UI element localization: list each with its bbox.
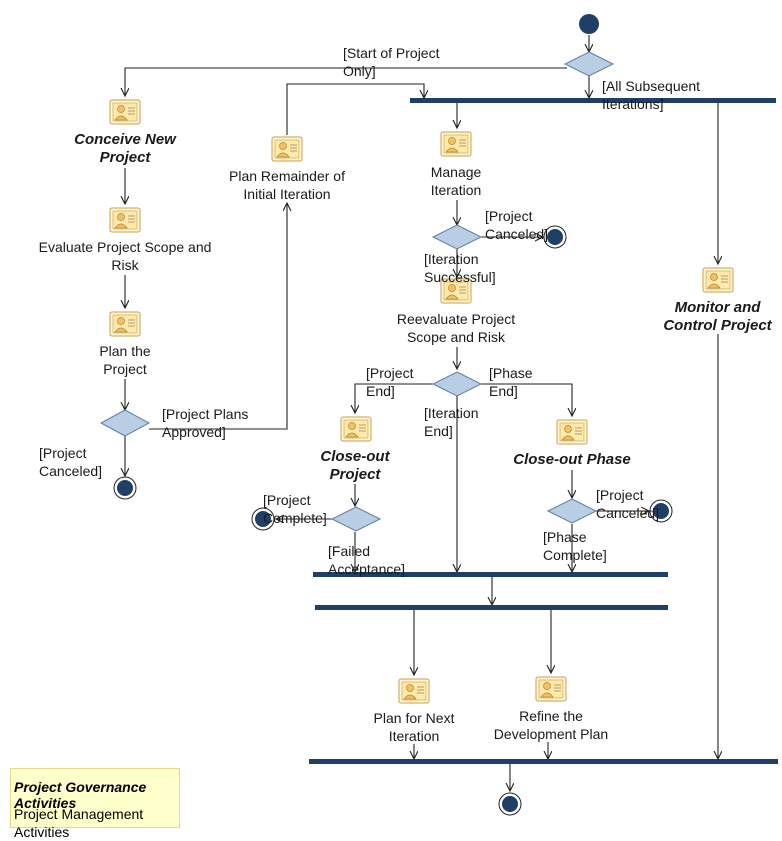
activity-plan-the-project: Plan the Project: [99, 343, 151, 377]
activity-evaluate-scope-risk: Evaluate Project Scope and Risk: [38, 239, 212, 273]
final-node-iteration-core: [547, 229, 563, 245]
decision-plans: [99, 409, 151, 437]
activity-icon: [109, 207, 141, 233]
initial-node: [579, 14, 599, 34]
activity-refine-dev-plan: Refine the Development Plan: [493, 708, 609, 742]
fork-bar-top: [410, 98, 776, 103]
edge-plans-approved: [149, 203, 287, 430]
guard-phase-complete: [Phase Complete]: [543, 529, 607, 563]
activity-plan-next-iteration: Plan for Next Iteration: [373, 710, 455, 744]
legend-management: Project Management Activities: [14, 806, 144, 840]
sync-bars: [309, 98, 778, 764]
guard-iter-successful: [Iteration Successful]: [424, 251, 496, 285]
guard-project-complete: [Project Complete]: [263, 492, 327, 526]
fork-bar-lower: [315, 605, 668, 610]
final-node-end-core: [502, 796, 518, 812]
final-node-phase-core: [653, 503, 669, 519]
join-bar-middle: [313, 572, 668, 577]
activity-icon: [440, 131, 472, 157]
join-bar-final: [309, 759, 778, 764]
decision-start: [563, 51, 615, 77]
legend-governance: Project Governance Activities: [14, 779, 147, 811]
activity-close-out-phase: Close-out Phase: [513, 451, 631, 468]
decision-closeout-project: [330, 506, 382, 532]
activity-icon: [340, 416, 372, 442]
guard-project-end: [Project End]: [366, 365, 414, 399]
activity-plan-remainder: Plan Remainder of Initial Iteration: [229, 168, 345, 202]
guard-start-only: [Start of Project Only]: [343, 45, 440, 79]
activity-icon: [109, 99, 141, 125]
decision-closeout-phase: [546, 498, 598, 524]
activity-reevaluate-scope: Reevaluate Project Scope and Risk: [396, 311, 516, 345]
edge-project-end: [355, 383, 433, 413]
final-node-left-core: [117, 480, 133, 496]
guard-phase-end: [Phase End]: [489, 365, 533, 399]
activity-manage-iteration: Manage Iteration: [430, 164, 482, 198]
activity-icon: [109, 311, 141, 337]
edge-phase-end: [481, 383, 572, 416]
decision-iteration: [431, 224, 483, 250]
activity-icon: [702, 267, 734, 293]
edge-remainder-fork: [286, 83, 424, 135]
edge-start-only: [125, 67, 567, 96]
final-node-project-complete-core: [255, 511, 271, 527]
guard-iter-canceled: [Project Canceled]: [485, 208, 549, 242]
guard-phase-canceled: [Project Canceled]: [596, 487, 660, 521]
activity-monitor-control: Monitor and Control Project: [663, 299, 772, 334]
flow-edges: [125, 35, 718, 791]
decision-reevaluate: [431, 371, 483, 397]
activity-close-out-project: Close-out Project: [320, 448, 390, 483]
guard-failed-acceptance: [Failed Acceptance]: [328, 543, 406, 577]
activity-icon: [398, 678, 430, 704]
guard-left-canceled: [Project Canceled]: [39, 445, 103, 479]
legend: Project Governance Activities Project Ma…: [10, 768, 180, 840]
decision-nodes: [99, 51, 615, 532]
guard-all-subsequent: [All Subsequent Iterations]: [602, 78, 701, 112]
activity-icon: [535, 676, 567, 702]
guard-plans-approved: [Project Plans Approved]: [162, 406, 249, 440]
activity-icon: [271, 136, 303, 162]
guard-iteration-end: [Iteration End]: [424, 405, 479, 439]
activity-conceive-new-project: Conceive New Project: [74, 131, 176, 166]
activity-icon: [556, 419, 588, 445]
final-nodes: [113, 225, 673, 816]
